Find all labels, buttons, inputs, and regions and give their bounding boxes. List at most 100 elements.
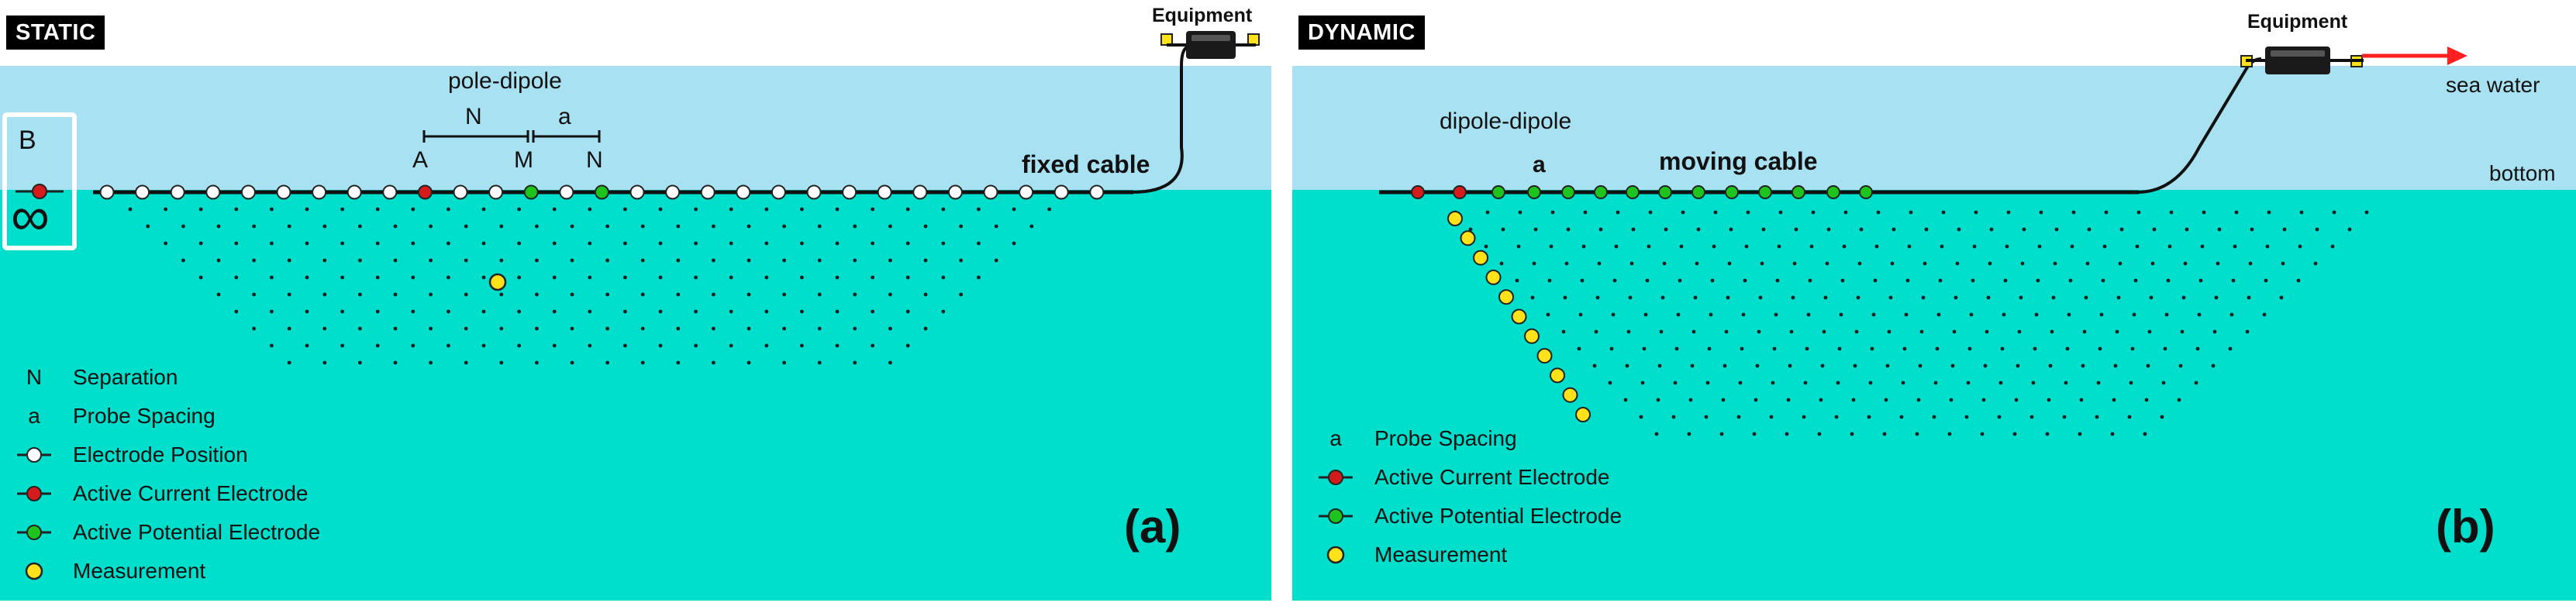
grid-dot bbox=[1754, 398, 1758, 402]
grid-dot bbox=[1771, 381, 1775, 385]
electrode-position bbox=[736, 184, 751, 200]
grid-dot bbox=[2033, 346, 2037, 351]
electrode-position bbox=[135, 184, 150, 200]
grid-dot bbox=[1802, 415, 1806, 419]
grid-dot bbox=[1947, 432, 1952, 436]
legend-text: Electrode Position bbox=[73, 443, 248, 467]
grid-dot bbox=[2053, 261, 2057, 266]
grid-dot bbox=[835, 343, 840, 348]
measurement-grid bbox=[1453, 210, 2369, 436]
grid-dot bbox=[2095, 415, 2099, 419]
grid-dot bbox=[535, 326, 539, 331]
measurement-grid bbox=[128, 207, 1051, 365]
grid-dot bbox=[287, 292, 291, 297]
grid-dot bbox=[2034, 312, 2039, 317]
measurement-point bbox=[1460, 230, 1476, 246]
grid-dot bbox=[800, 343, 804, 348]
grid-dot bbox=[1547, 278, 1552, 283]
grid-dot bbox=[1941, 210, 1946, 215]
grid-dot bbox=[358, 292, 362, 297]
grid-dot bbox=[1969, 312, 1974, 317]
potential-electrode bbox=[1826, 185, 1840, 199]
grid-dot bbox=[905, 241, 910, 246]
grid-dot bbox=[1834, 415, 1839, 419]
spacing-a-label: a bbox=[558, 104, 571, 129]
grid-dot bbox=[2163, 346, 2167, 351]
electrode-position bbox=[488, 184, 504, 200]
grid-dot bbox=[2135, 244, 2140, 249]
measurement-point bbox=[1447, 211, 1463, 226]
grid-dot bbox=[959, 258, 963, 263]
grid-dot bbox=[1882, 432, 1887, 436]
grid-dot bbox=[1678, 278, 1682, 283]
grid-dot bbox=[1874, 244, 1879, 249]
electrode-position bbox=[347, 184, 362, 200]
grid-dot bbox=[287, 224, 291, 229]
grid-dot bbox=[552, 343, 557, 348]
bottom-label: bottom bbox=[2489, 161, 2556, 185]
grid-dot bbox=[694, 309, 698, 314]
grid-dot bbox=[1850, 432, 1854, 436]
grid-dot bbox=[2262, 312, 2267, 317]
grid-dot bbox=[640, 258, 645, 263]
grid-dot bbox=[1707, 346, 1712, 351]
grid-dot bbox=[1583, 210, 1588, 215]
grid-dot bbox=[146, 224, 150, 229]
electrode-position bbox=[629, 184, 645, 200]
grid-dot bbox=[198, 241, 203, 246]
grid-dot bbox=[1868, 381, 1873, 385]
potential-electrode bbox=[1859, 185, 1873, 199]
grid-dot bbox=[764, 241, 769, 246]
grid-dot bbox=[1736, 415, 1741, 419]
grid-dot bbox=[835, 241, 840, 246]
grid-dot bbox=[270, 309, 274, 314]
grid-dot bbox=[1746, 210, 1750, 215]
potential-electrode bbox=[1491, 185, 1505, 199]
grid-dot bbox=[2197, 312, 2202, 317]
legend-text: Active Current Electrode bbox=[1374, 465, 1610, 489]
grid-dot bbox=[605, 258, 609, 263]
grid-dot bbox=[941, 241, 946, 246]
grid-dot bbox=[2178, 363, 2183, 368]
grid-dot bbox=[535, 224, 539, 229]
grid-dot bbox=[1805, 346, 1809, 351]
grid-dot bbox=[1671, 415, 1676, 419]
grid-dot bbox=[517, 343, 521, 348]
electrode-position bbox=[1089, 184, 1105, 200]
electrode-m-label: M bbox=[514, 147, 533, 173]
grid-dot bbox=[2143, 432, 2147, 436]
grid-dot bbox=[658, 275, 663, 280]
grid-dot bbox=[1727, 261, 1732, 266]
grid-dot bbox=[1611, 312, 1616, 317]
legend-text: Active Potential Electrode bbox=[73, 520, 321, 544]
grid-dot bbox=[570, 326, 574, 331]
grid-dot bbox=[2228, 346, 2233, 351]
grid-dot bbox=[835, 275, 840, 280]
grid-dot bbox=[1871, 312, 1876, 317]
grid-dot bbox=[1981, 398, 1986, 402]
grid-dot bbox=[817, 326, 822, 331]
grid-dot bbox=[2116, 295, 2121, 300]
grid-dot bbox=[2005, 244, 2009, 249]
grid-dot bbox=[499, 224, 504, 229]
grid-dot bbox=[2006, 210, 2011, 215]
grid-dot bbox=[2296, 278, 2301, 283]
grid-dot bbox=[411, 343, 416, 348]
grid-dot bbox=[1836, 381, 1840, 385]
grid-dot bbox=[1839, 312, 1843, 317]
grid-dot bbox=[447, 241, 450, 246]
grid-dot bbox=[1843, 210, 1848, 215]
grid-dot bbox=[481, 207, 486, 212]
grid-dot bbox=[1484, 244, 1488, 249]
grid-dot bbox=[2144, 398, 2149, 402]
grid-dot bbox=[888, 224, 892, 229]
grid-dot bbox=[2113, 363, 2118, 368]
electrode-position bbox=[806, 184, 822, 200]
grid-dot bbox=[1901, 381, 1905, 385]
grid-dot bbox=[2078, 432, 2082, 436]
grid-dot bbox=[2002, 312, 2006, 317]
grid-dot bbox=[1967, 346, 1972, 351]
grid-dot bbox=[2047, 398, 2051, 402]
measurement-point bbox=[1473, 250, 1488, 266]
grid-dot bbox=[2169, 210, 2174, 215]
